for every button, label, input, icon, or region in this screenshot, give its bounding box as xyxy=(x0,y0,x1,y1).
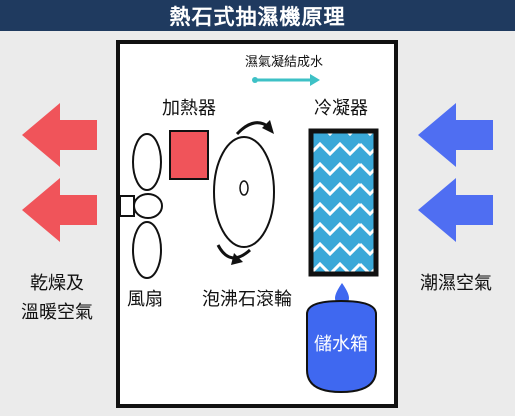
rotation-arrow-bottom-icon xyxy=(216,244,252,265)
rotation-arrow-top-icon xyxy=(235,120,274,136)
outlet-arrow-top xyxy=(22,103,97,167)
outlet-label-line1: 乾燥及 xyxy=(30,273,84,294)
fan-icon xyxy=(119,133,163,279)
fan-label: 風扇 xyxy=(127,289,163,310)
water-tank xyxy=(306,299,377,394)
inlet-label: 潮濕空氣 xyxy=(420,273,492,294)
page-title: 熱石式抽濕機原理 xyxy=(0,0,515,31)
outlet-arrow-bottom xyxy=(22,178,97,242)
heater-block xyxy=(169,130,209,180)
condenser-label: 冷凝器 xyxy=(314,98,368,119)
rotor-label: 泡沸石滾輪 xyxy=(202,289,292,310)
tank-label: 儲水箱 xyxy=(314,334,368,355)
water-drop-icon xyxy=(335,283,349,305)
condensation-label: 濕氣凝結成水 xyxy=(245,54,323,70)
condenser-coil xyxy=(308,128,379,277)
condensation-arrow xyxy=(252,74,320,86)
outlet-label-line2: 溫暖空氣 xyxy=(21,302,93,323)
heater-label: 加熱器 xyxy=(162,98,216,119)
inlet-arrow-top xyxy=(418,103,493,167)
inlet-arrow-bottom xyxy=(418,178,493,242)
rotor-icon xyxy=(213,136,275,248)
